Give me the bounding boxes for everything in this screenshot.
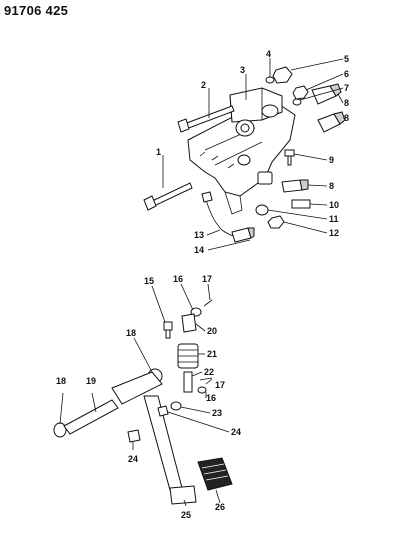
callout-20: 20	[207, 326, 217, 336]
callout-8-c: 8	[329, 181, 334, 191]
callout-24-a: 24	[231, 427, 241, 437]
callout-10: 10	[329, 200, 339, 210]
harness-connector	[201, 191, 213, 203]
leader-lines	[59, 58, 344, 507]
callout-4: 4	[266, 49, 271, 59]
callout-labels: 1 2 3 4 5 6 7 8 8 9 8 10 11 12 13 14 15 …	[56, 49, 349, 520]
clutch-switch	[317, 111, 346, 133]
callout-26: 26	[215, 502, 225, 512]
pedal-pad	[197, 457, 233, 491]
pedal-bushing-left	[53, 422, 67, 438]
washer	[265, 76, 275, 84]
cotter-pin-lower	[199, 377, 213, 381]
pedal-switch	[281, 179, 309, 193]
clutch-pedal-arm	[111, 371, 197, 505]
nut	[272, 66, 293, 84]
callout-17-b: 17	[215, 380, 225, 390]
spring-seat	[181, 313, 197, 333]
callout-16-a: 16	[173, 274, 183, 284]
pedal-stopper-lower	[127, 429, 141, 443]
return-spring	[177, 343, 199, 369]
pedal-stopper	[157, 405, 169, 417]
callout-19: 19	[86, 376, 96, 386]
plain-washer	[292, 98, 302, 106]
callout-14: 14	[194, 245, 204, 255]
callout-16-b: 16	[206, 393, 216, 403]
callout-11: 11	[329, 214, 339, 224]
cotter-pin	[203, 299, 213, 307]
callout-1: 1	[156, 147, 161, 157]
callout-18-a: 18	[126, 328, 136, 338]
callout-13: 13	[194, 230, 204, 240]
callout-2: 2	[201, 80, 206, 90]
flange-bolt	[284, 149, 295, 166]
pedal-shaft	[63, 399, 119, 435]
callout-23: 23	[212, 408, 222, 418]
stopper-bolt	[291, 199, 311, 209]
callout-7: 7	[344, 83, 349, 93]
callout-6: 6	[344, 69, 349, 79]
stop-lamp-switch	[311, 83, 342, 105]
callout-24-b: 24	[128, 454, 138, 464]
callout-8-b: 8	[344, 113, 349, 123]
callout-8-a: 8	[344, 98, 349, 108]
callout-18-b: 18	[56, 376, 66, 386]
washer-lower	[197, 386, 207, 394]
diagram-code: 91706 425	[4, 3, 69, 18]
callout-3: 3	[240, 65, 245, 75]
callout-17-a: 17	[202, 274, 212, 284]
sensor	[231, 227, 255, 243]
lock-nut	[292, 85, 309, 100]
pivot-bolt	[163, 321, 173, 339]
adjust-nut	[170, 401, 182, 411]
pedal-support-bracket	[187, 87, 296, 215]
callout-25: 25	[181, 510, 191, 520]
spring-rod	[183, 371, 193, 393]
callout-22: 22	[204, 367, 214, 377]
callout-12: 12	[329, 228, 339, 238]
callout-5: 5	[344, 54, 349, 64]
callout-15: 15	[144, 276, 154, 286]
bushing	[255, 204, 269, 216]
callout-9: 9	[329, 155, 334, 165]
long-bolt	[143, 182, 193, 211]
callout-21: 21	[207, 349, 217, 359]
hex-nut	[267, 215, 285, 229]
